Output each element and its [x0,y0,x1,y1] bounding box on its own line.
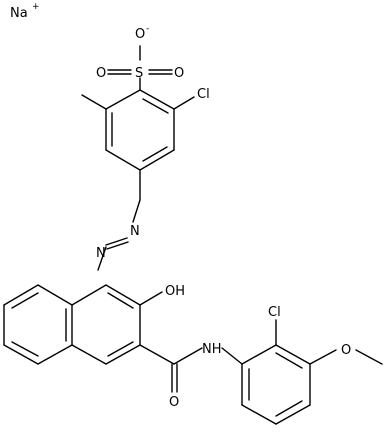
double-bond-inner [275,400,303,417]
upper-ring [105,89,175,171]
sulfonate-group [107,45,173,91]
bond [105,149,141,171]
bond [241,404,277,425]
sulfonate-oxygen-left: O [96,66,106,81]
naphthalene-right-ring [71,284,141,365]
hydroxyl-label: OH [165,284,185,299]
azo-nitrogen-2: N [96,246,106,261]
bond [139,149,175,171]
double-bond-inner [11,341,39,357]
bond [139,89,175,110]
lower-chlorine-label: Cl [268,305,281,320]
amide-nh-label: NH [202,342,222,357]
sulfur-label: S [135,66,143,81]
bond [139,344,175,365]
bond [173,347,203,365]
methoxy-bond [309,349,337,365]
methyl-bond [81,94,107,110]
bond [221,347,243,365]
bond [71,344,107,365]
bond [37,344,73,365]
bond [105,284,141,306]
azo-nitrogen-1: N [130,224,140,239]
double-bond-inner [142,146,168,162]
bond [275,344,311,365]
naphthalene-left-ring [3,284,73,365]
bond [241,344,277,365]
methyl-bond [355,349,383,365]
amide-group [139,344,243,393]
bond [3,344,39,365]
bond [105,89,141,110]
sulfonate-oxygen-charge: - [146,24,149,34]
double-bond-inner [275,352,303,369]
sulfonate-oxygen-top: O [135,27,145,42]
double-bond-inner [107,341,134,357]
azo-double-bond [105,237,128,246]
bond [71,284,107,306]
double-bond-inner [107,292,134,309]
double-bond-inner [11,292,39,309]
bond [275,404,311,425]
bond [132,199,141,223]
bond [37,284,73,306]
chloro-bond [173,96,195,110]
methoxy-oxygen-label: O [341,343,351,358]
sulfonate-oxygen-right: O [174,66,184,81]
upper-chlorine-label: Cl [197,87,210,102]
hydroxyl-bond [139,291,163,306]
lower-ring [241,344,311,425]
double-bond-inner [142,98,169,114]
amide-oxygen-label: O [169,395,179,410]
sodium-label: Na [10,6,28,21]
sodium-charge: + [32,2,40,12]
azo-group [97,169,141,271]
bond [97,246,107,271]
azo-double-bond [106,241,129,250]
bond [105,344,141,365]
bond [3,284,39,306]
